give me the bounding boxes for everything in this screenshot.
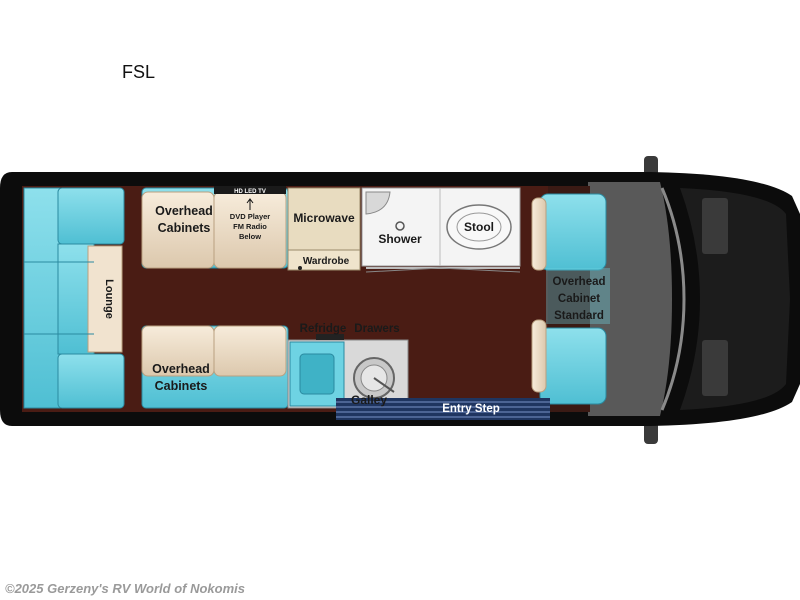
label-microwave: Microwave: [293, 211, 355, 225]
label-dvd-player: DVD Player: [230, 212, 271, 221]
front-seat-bottom-arm: [531, 319, 547, 393]
cab-area: [588, 182, 672, 416]
bottom-cabinet-2: [213, 325, 287, 377]
label-stool: Stool: [464, 220, 494, 234]
sink: [365, 191, 391, 215]
label-galley: Galley: [351, 393, 387, 407]
hood-vent-bottom: [702, 340, 728, 396]
label-front-cabinet-2: Cabinet: [558, 293, 600, 305]
label-lounge: Lounge: [103, 279, 115, 319]
label-fm-radio: FM Radio: [233, 222, 267, 231]
lounge-bottom-arm: [57, 353, 125, 409]
label-front-cabinet-3: Standard: [554, 310, 604, 322]
label-overhead-cabinets-bottom-1: Overhead: [152, 362, 210, 376]
tv-arrow: [246, 198, 254, 210]
label-refridge: Refridge: [300, 323, 347, 335]
label-front-cabinet-1: Overhead: [552, 276, 605, 288]
label-overhead-cabinets-top-2: Cabinets: [158, 221, 211, 235]
stool: [446, 204, 512, 250]
label-overhead-cabinets-bottom-2: Cabinets: [155, 379, 208, 393]
lounge-top-arm: [57, 187, 125, 245]
label-hd-led-tv: HD LED TV: [234, 189, 266, 195]
microwave-box: [287, 187, 361, 251]
copyright-watermark: ©2025 Gerzeny's RV World of Nokomis: [5, 581, 245, 596]
label-shower: Shower: [378, 232, 422, 246]
front-seat-top: [539, 193, 607, 271]
hood-vent-top: [702, 198, 728, 254]
tv-bar: [214, 186, 286, 194]
label-below: Below: [239, 232, 261, 241]
label-entry-step: Entry Step: [442, 403, 500, 415]
wardrobe-box: [287, 249, 361, 271]
lounge-back: [23, 187, 61, 409]
label-drawers: Drawers: [354, 323, 399, 335]
label-wardrobe: Wardrobe: [303, 256, 350, 267]
lounge-cushion: [87, 245, 123, 353]
front-seat-bottom: [539, 327, 607, 405]
front-seat-top-arm: [531, 197, 547, 271]
model-name: FSL: [122, 62, 156, 82]
windshield: [660, 187, 686, 411]
entry-step: [336, 398, 550, 420]
front-cabinet-label-bg: [546, 268, 610, 324]
label-overhead-cabinets-top-1: Overhead: [155, 204, 213, 218]
